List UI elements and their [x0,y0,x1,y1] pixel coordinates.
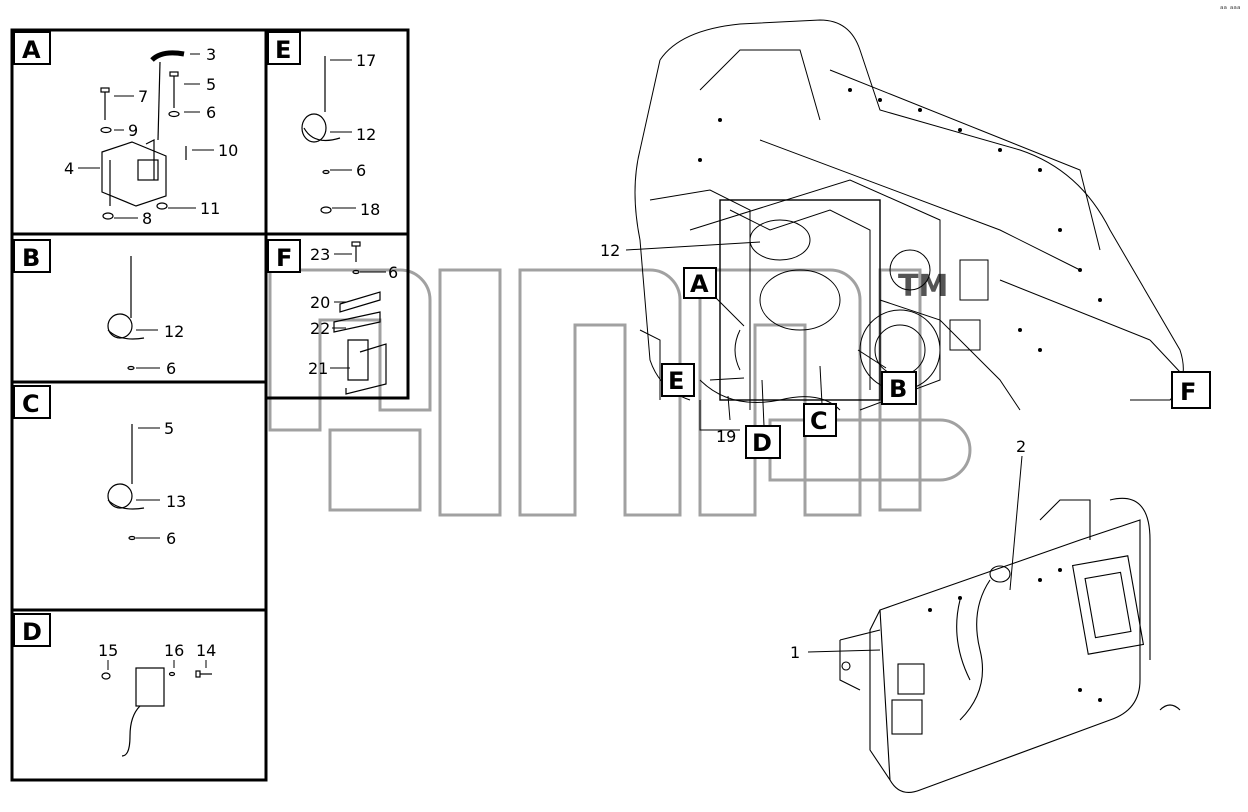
callout-a-7: 7 [138,87,148,106]
watermark-logo [268,268,972,517]
callout-c-6: 6 [166,529,176,548]
corner-mark: ᵃᵃ ᵃᵃᵃ [1220,5,1240,15]
main-leaders [625,241,1181,653]
svg-text:A: A [690,270,709,298]
panel-f-letter: F [276,244,292,272]
svg-text:C: C [810,407,828,435]
callout-a-8: 8 [142,209,152,228]
callout-b-6: 6 [166,359,176,378]
watermark-tm: TM [898,269,948,304]
callout-f-20: 20 [310,293,330,312]
callout-a-6: 6 [206,103,216,122]
svg-text:E: E [668,367,684,395]
callout-e-17: 17 [356,51,376,70]
panel-c-parts [107,424,145,541]
main-letter-b: B [881,371,917,405]
callout-b-12: 12 [164,322,184,341]
main-letter-e: E [661,363,695,397]
panel-a-parts [100,50,187,220]
panel-b-letter: B [22,244,40,272]
callout-d-14: 14 [196,641,216,660]
panel-e-letter: E [275,36,291,64]
callout-e-12: 12 [356,125,376,144]
callout-a-3: 3 [206,45,216,64]
main-letter-a: A [683,267,717,299]
callout-f-22: 22 [310,319,330,338]
svg-text:F: F [1180,378,1196,406]
main-letter-c: C [803,403,837,437]
callout-a-5: 5 [206,75,216,94]
panel-a-letter: A [22,36,41,64]
callout-c-13: 13 [166,492,186,511]
callout-a-11: 11 [200,199,220,218]
callout-a-10: 10 [218,141,238,160]
panel-c-letter: C [22,390,40,418]
svg-text:B: B [889,375,907,403]
main-letter-f: F [1171,371,1211,409]
main-callout-19: 19 [716,427,736,446]
panel-d: D 15 16 14 [10,608,268,782]
callout-f-6: 6 [388,263,398,282]
panel-b: B 12 6 [10,232,268,384]
panel-b-parts [107,256,145,371]
callout-d-16: 16 [164,641,184,660]
callout-e-18: 18 [360,200,380,219]
callout-a-4: 4 [64,159,74,178]
main-callout-2: 2 [1016,437,1026,456]
panel-d-parts [101,667,212,757]
callout-f-23: 23 [310,245,330,264]
callout-a-9: 9 [128,121,138,140]
main-letter-d: D [745,425,781,459]
callout-e-6: 6 [356,161,366,180]
svg-text:D: D [752,429,772,457]
engine-assembly-drawing [634,19,1184,431]
panel-a: A 3 5 6 [10,28,268,236]
main-callout-1: 1 [790,643,800,662]
panel-f-parts [333,241,387,395]
callout-c-5: 5 [164,419,174,438]
callout-d-15: 15 [98,641,118,660]
panel-c: C 5 13 6 [10,380,268,612]
callout-f-21: 21 [308,359,328,378]
control-panel-drawing [839,497,1181,793]
panel-e-parts [301,56,341,214]
main-callout-12: 12 [600,241,620,260]
panel-e: E 17 12 6 18 [264,28,410,236]
panel-f: F 23 6 20 22 21 [264,232,410,400]
panel-d-letter: D [22,618,42,646]
